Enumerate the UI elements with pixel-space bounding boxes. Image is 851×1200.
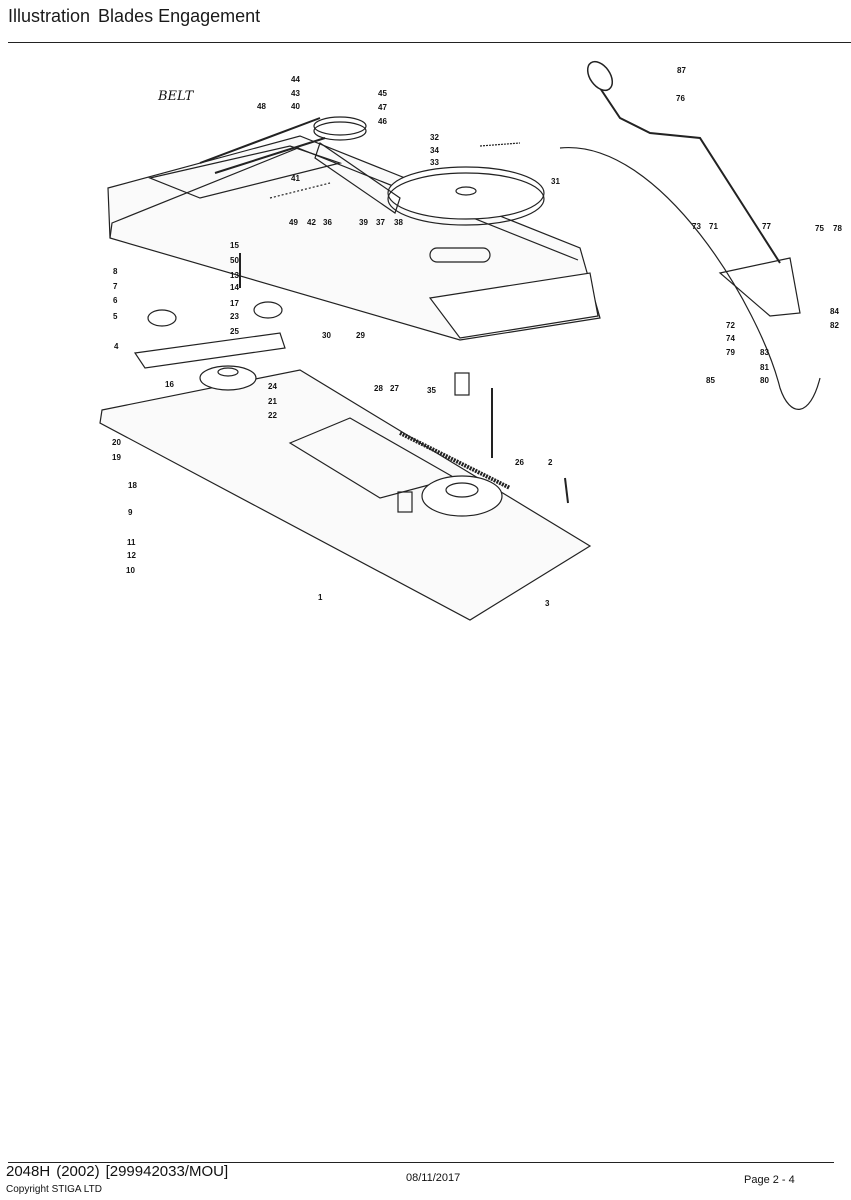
- callout-label-6: 6: [113, 296, 118, 305]
- callout-label-5: 5: [113, 312, 118, 321]
- callout-label-29: 29: [356, 331, 365, 340]
- header-rule: [8, 42, 851, 43]
- callout-labels: 1234567891011121314151617181920212223242…: [112, 66, 842, 608]
- callout-label-37: 37: [376, 218, 385, 227]
- footer-model: 2048H: [6, 1163, 51, 1180]
- callout-label-42: 42: [307, 218, 316, 227]
- callout-label-76: 76: [676, 94, 685, 103]
- callout-label-85: 85: [706, 376, 715, 385]
- callout-label-7: 7: [113, 282, 118, 291]
- callout-label-32: 32: [430, 133, 439, 142]
- callout-label-17: 17: [230, 299, 239, 308]
- callout-label-30: 30: [322, 331, 331, 340]
- callout-label-20: 20: [112, 438, 121, 447]
- callout-label-21: 21: [268, 397, 277, 406]
- callout-label-49: 49: [289, 218, 298, 227]
- footer-code: [299942033/MOU]: [105, 1163, 229, 1180]
- footer-page-number: Page 2 - 4: [744, 1174, 795, 1186]
- callout-label-3: 3: [545, 599, 550, 608]
- callout-label-82: 82: [830, 321, 839, 330]
- callout-label-9: 9: [128, 508, 133, 517]
- callout-label-45: 45: [378, 89, 387, 98]
- callout-label-38: 38: [394, 218, 403, 227]
- callout-label-15: 15: [230, 241, 239, 250]
- callout-label-13: 13: [230, 271, 239, 280]
- footer-model-info: 2048H (2002) [299942033/MOU]: [6, 1163, 234, 1180]
- callout-label-33: 33: [430, 158, 439, 167]
- callout-label-39: 39: [359, 218, 368, 227]
- callout-label-16: 16: [165, 380, 174, 389]
- callout-label-47: 47: [378, 103, 387, 112]
- callout-label-43: 43: [291, 89, 300, 98]
- callout-label-71: 71: [709, 222, 718, 231]
- callout-label-25: 25: [230, 327, 239, 336]
- callout-label-18: 18: [128, 481, 137, 490]
- callout-label-87: 87: [677, 66, 686, 75]
- callout-label-73: 73: [692, 222, 701, 231]
- callout-label-74: 74: [726, 334, 735, 343]
- callout-label-81: 81: [760, 363, 769, 372]
- callout-label-80: 80: [760, 376, 769, 385]
- callout-label-22: 22: [268, 411, 277, 420]
- callout-label-41: 41: [291, 174, 300, 183]
- footer-year: (2002): [56, 1163, 100, 1180]
- callout-label-78: 78: [833, 224, 842, 233]
- diagram-svg: BELT 12345678910111213141516171819202122…: [99, 60, 842, 621]
- callout-label-2: 2: [548, 458, 553, 467]
- callout-label-40: 40: [291, 102, 300, 111]
- callout-label-77: 77: [762, 222, 771, 231]
- callout-label-35: 35: [427, 386, 436, 395]
- callout-label-24: 24: [268, 382, 277, 391]
- page-header: Illustration Blades Engagement: [0, 0, 851, 44]
- callout-label-28: 28: [374, 384, 383, 393]
- callout-label-26: 26: [515, 458, 524, 467]
- callout-label-12: 12: [127, 551, 136, 560]
- callout-label-46: 46: [378, 117, 387, 126]
- title-section: Blades Engagement: [98, 6, 261, 26]
- footer-rule: [8, 1162, 834, 1163]
- callout-label-11: 11: [127, 538, 136, 547]
- callout-label-1: 1: [318, 593, 323, 602]
- callout-label-34: 34: [430, 146, 439, 155]
- title-illustration: Illustration: [8, 6, 91, 26]
- callout-label-79: 79: [726, 348, 735, 357]
- callout-label-36: 36: [323, 218, 332, 227]
- callout-label-4: 4: [114, 342, 119, 351]
- footer-date: 08/11/2017: [406, 1172, 461, 1184]
- page-title: Illustration Blades Engagement: [8, 6, 268, 27]
- callout-label-31: 31: [551, 177, 560, 186]
- callout-label-23: 23: [230, 312, 239, 321]
- handwritten-belt-note: BELT: [157, 89, 195, 104]
- callout-label-19: 19: [112, 453, 121, 462]
- callout-label-75: 75: [815, 224, 824, 233]
- callout-label-44: 44: [291, 75, 300, 84]
- callout-label-48: 48: [257, 102, 266, 111]
- footer-copyright: Copyright STIGA LTD: [6, 1184, 102, 1195]
- callout-label-27: 27: [390, 384, 399, 393]
- callout-label-8: 8: [113, 267, 118, 276]
- callout-label-14: 14: [230, 283, 239, 292]
- callout-label-72: 72: [726, 321, 735, 330]
- callout-label-83: 83: [760, 348, 769, 357]
- callout-label-50: 50: [230, 256, 239, 265]
- callout-label-10: 10: [126, 566, 135, 575]
- callout-label-84: 84: [830, 307, 839, 316]
